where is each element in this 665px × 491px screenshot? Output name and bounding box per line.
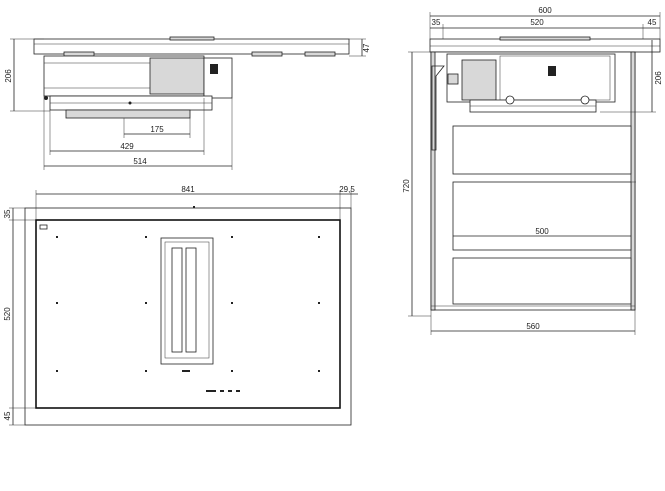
dim-offset-45-top: 45 bbox=[3, 411, 12, 420]
dim-thickness-47: 47 bbox=[362, 43, 371, 52]
dim-width-175: 175 bbox=[150, 125, 164, 134]
hob-inner-frame bbox=[35, 219, 341, 409]
dim-width-429: 429 bbox=[120, 142, 134, 151]
dim-offset-35-cabinet: 35 bbox=[432, 18, 441, 27]
dim-width-500: 500 bbox=[535, 227, 549, 236]
dim-offset-29-5: 29,5 bbox=[339, 185, 355, 194]
drawer-middle bbox=[452, 181, 632, 251]
dim-width-514: 514 bbox=[133, 157, 147, 166]
dim-width-560: 560 bbox=[526, 322, 540, 331]
drawer-top bbox=[452, 125, 632, 175]
dim-height-520: 520 bbox=[3, 307, 12, 321]
cabinet-view: 600 35 520 45 206 720 500 560 bbox=[402, 6, 663, 335]
dim-height-720: 720 bbox=[402, 179, 411, 193]
drawer-bottom bbox=[452, 257, 632, 305]
dim-height-206: 206 bbox=[4, 69, 13, 83]
dim-offset-35-top: 35 bbox=[3, 209, 12, 218]
cabinet-hob-glass bbox=[429, 38, 661, 53]
dim-width-841: 841 bbox=[181, 185, 195, 194]
dim-width-520-cabinet: 520 bbox=[530, 18, 544, 27]
top-view: 841 29,5 35 520 45 bbox=[3, 185, 358, 426]
dim-offset-45-cabinet: 45 bbox=[648, 18, 657, 27]
dim-width-600: 600 bbox=[538, 6, 552, 15]
dim-height-206-cabinet: 206 bbox=[654, 71, 663, 85]
side-view: 206 47 175 429 514 bbox=[4, 36, 371, 170]
